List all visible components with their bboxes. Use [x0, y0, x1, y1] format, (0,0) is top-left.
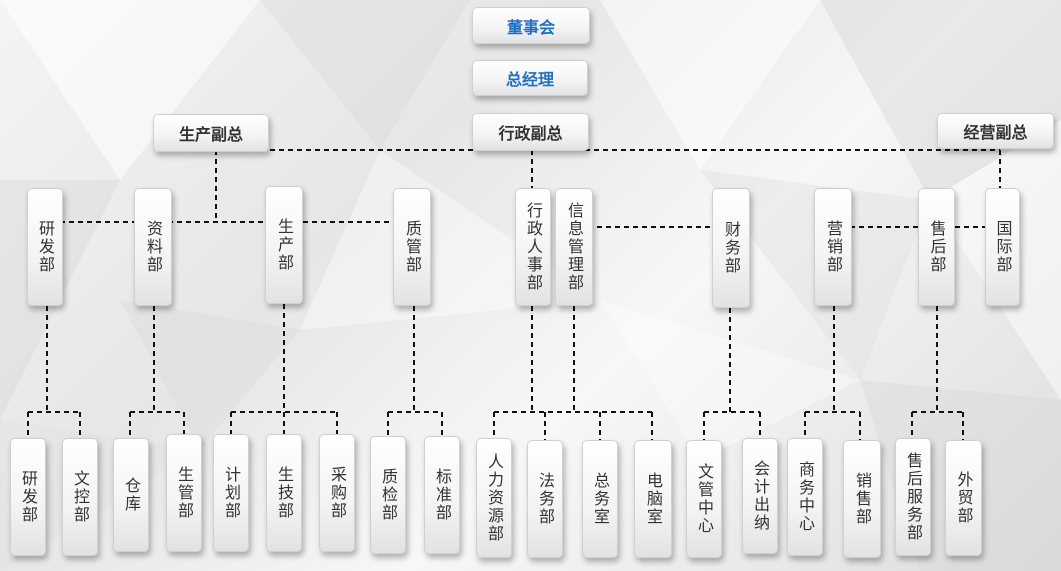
unit-zhijian: 质检部 [370, 436, 406, 554]
dept-caiwu: 财务部 [712, 188, 750, 308]
dept-guoji: 国际部 [985, 188, 1020, 306]
unit-biaozhun: 标准部 [424, 436, 460, 554]
operations-vp-box: 经营副总 [937, 113, 1054, 149]
production-vp-box: 生产副总 [153, 114, 269, 152]
dept-zhiguan: 质管部 [393, 188, 431, 306]
admin-vp-box: 行政副总 [472, 113, 589, 151]
general-manager-box: 总经理 [472, 60, 588, 96]
unit-xiaoshou: 销售部 [843, 440, 881, 558]
unit-shengji: 生技部 [266, 434, 302, 552]
dept-ziliao: 资料部 [134, 188, 172, 306]
dept-shouhou: 售后部 [918, 188, 955, 306]
unit-waimao: 外贸部 [945, 440, 982, 556]
unit-zongwu: 总务室 [582, 440, 618, 558]
unit-wenguan-zhongxin: 文管中心 [686, 440, 722, 558]
unit-shengguan: 生管部 [166, 434, 202, 552]
unit-caigou: 采购部 [319, 434, 355, 552]
unit-wenkong: 文控部 [62, 438, 98, 556]
dept-yanfa: 研发部 [27, 188, 63, 306]
unit-jihua: 计划部 [213, 434, 249, 552]
unit-kuaiji-chuna: 会计出纳 [742, 438, 778, 554]
unit-fawu: 法务部 [527, 440, 563, 558]
dept-xinxi-guanli: 信息管理部 [555, 188, 593, 306]
unit-yanfa: 研发部 [10, 438, 46, 556]
unit-shangwu-zhongxin: 商务中心 [787, 438, 823, 556]
unit-shouhou-fuwu: 售后服务部 [895, 438, 931, 556]
unit-renli-ziyuan: 人力资源部 [476, 438, 512, 558]
dept-shengchan: 生产部 [265, 186, 303, 304]
dept-xingzheng-renshi: 行政人事部 [515, 188, 551, 306]
dept-yingxiao: 营销部 [814, 188, 852, 306]
unit-diannao: 电脑室 [634, 440, 672, 558]
unit-cangku: 仓库 [113, 438, 149, 552]
board-box: 董事会 [472, 7, 590, 44]
